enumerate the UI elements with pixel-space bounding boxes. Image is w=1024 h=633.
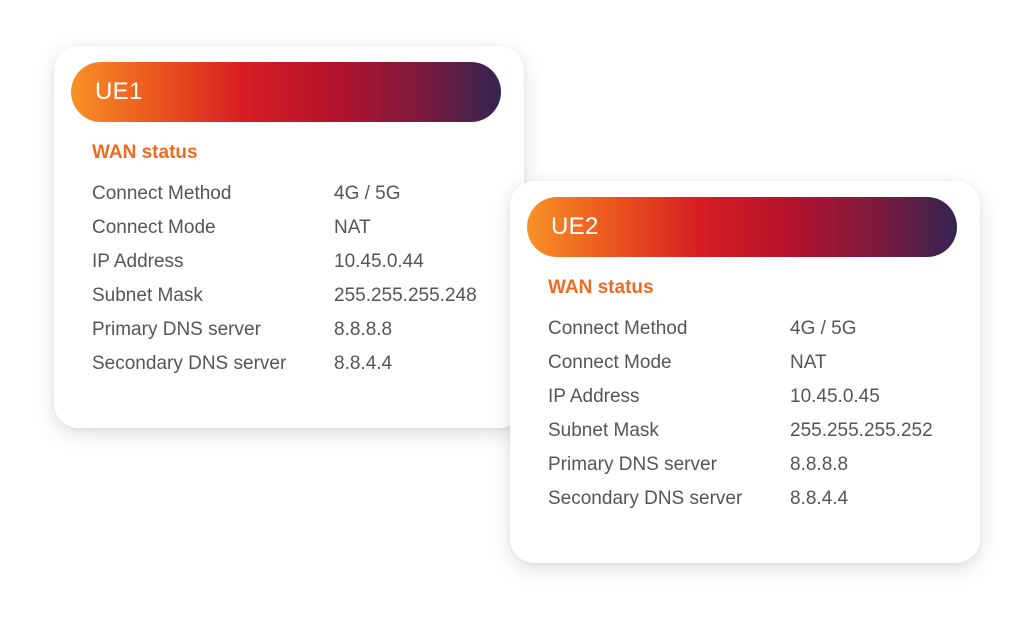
- ue1-wan-status-list: Connect Method 4G / 5G Connect Mode NAT …: [92, 179, 512, 383]
- ue2-row-connect-mode: Connect Mode NAT: [548, 348, 968, 382]
- row-label: Connect Method: [92, 183, 232, 204]
- row-value: 4G / 5G: [334, 183, 401, 204]
- row-value: 8.8.8.8: [790, 454, 849, 475]
- row-label: Subnet Mask: [548, 420, 659, 441]
- ue2-row-ip-address: IP Address 10.45.0.45: [548, 382, 968, 416]
- ue1-row-subnet-mask: Subnet Mask 255.255.255.248: [92, 281, 512, 315]
- row-value: 255.255.255.248: [334, 285, 477, 306]
- row-value: 8.8.4.4: [790, 488, 849, 509]
- ue1-wan-status-heading: WAN status: [92, 142, 198, 163]
- row-label: Connect Method: [548, 318, 688, 339]
- ue2-row-subnet-mask: Subnet Mask 255.255.255.252: [548, 416, 968, 450]
- row-label: Primary DNS server: [92, 319, 261, 340]
- row-value: NAT: [790, 352, 827, 373]
- row-value: 8.8.8.8: [334, 319, 393, 340]
- row-label: Connect Mode: [548, 352, 672, 373]
- row-value: 10.45.0.44: [334, 251, 424, 272]
- ue1-row-ip-address: IP Address 10.45.0.44: [92, 247, 512, 281]
- ue1-row-secondary-dns: Secondary DNS server 8.8.4.4: [92, 349, 512, 383]
- ue1-row-connect-mode: Connect Mode NAT: [92, 213, 512, 247]
- row-value: 4G / 5G: [790, 318, 857, 339]
- row-label: IP Address: [548, 386, 640, 407]
- ue2-row-secondary-dns: Secondary DNS server 8.8.4.4: [548, 484, 968, 518]
- ue2-row-primary-dns: Primary DNS server 8.8.8.8: [548, 450, 968, 484]
- ue2-status-card: UE2 WAN status Connect Method 4G / 5G Co…: [510, 181, 980, 563]
- row-label: Subnet Mask: [92, 285, 203, 306]
- ue2-wan-status-heading: WAN status: [548, 277, 654, 298]
- row-label: Connect Mode: [92, 217, 216, 238]
- row-label: Secondary DNS server: [548, 488, 743, 509]
- row-label: IP Address: [92, 251, 184, 272]
- ue1-card-header: UE1: [71, 62, 501, 122]
- row-value: NAT: [334, 217, 371, 238]
- ue1-card-title: UE1: [95, 78, 143, 105]
- row-label: Primary DNS server: [548, 454, 717, 475]
- row-value: 10.45.0.45: [790, 386, 880, 407]
- ue1-status-card: UE1 WAN status Connect Method 4G / 5G Co…: [54, 46, 524, 428]
- row-label: Secondary DNS server: [92, 353, 287, 374]
- ue2-card-header: UE2: [527, 197, 957, 257]
- ue1-row-primary-dns: Primary DNS server 8.8.8.8: [92, 315, 512, 349]
- ue1-row-connect-method: Connect Method 4G / 5G: [92, 179, 512, 213]
- row-value: 8.8.4.4: [334, 353, 393, 374]
- ue2-wan-status-list: Connect Method 4G / 5G Connect Mode NAT …: [548, 314, 968, 518]
- ue2-card-title: UE2: [551, 213, 599, 240]
- ue2-row-connect-method: Connect Method 4G / 5G: [548, 314, 968, 348]
- row-value: 255.255.255.252: [790, 420, 933, 441]
